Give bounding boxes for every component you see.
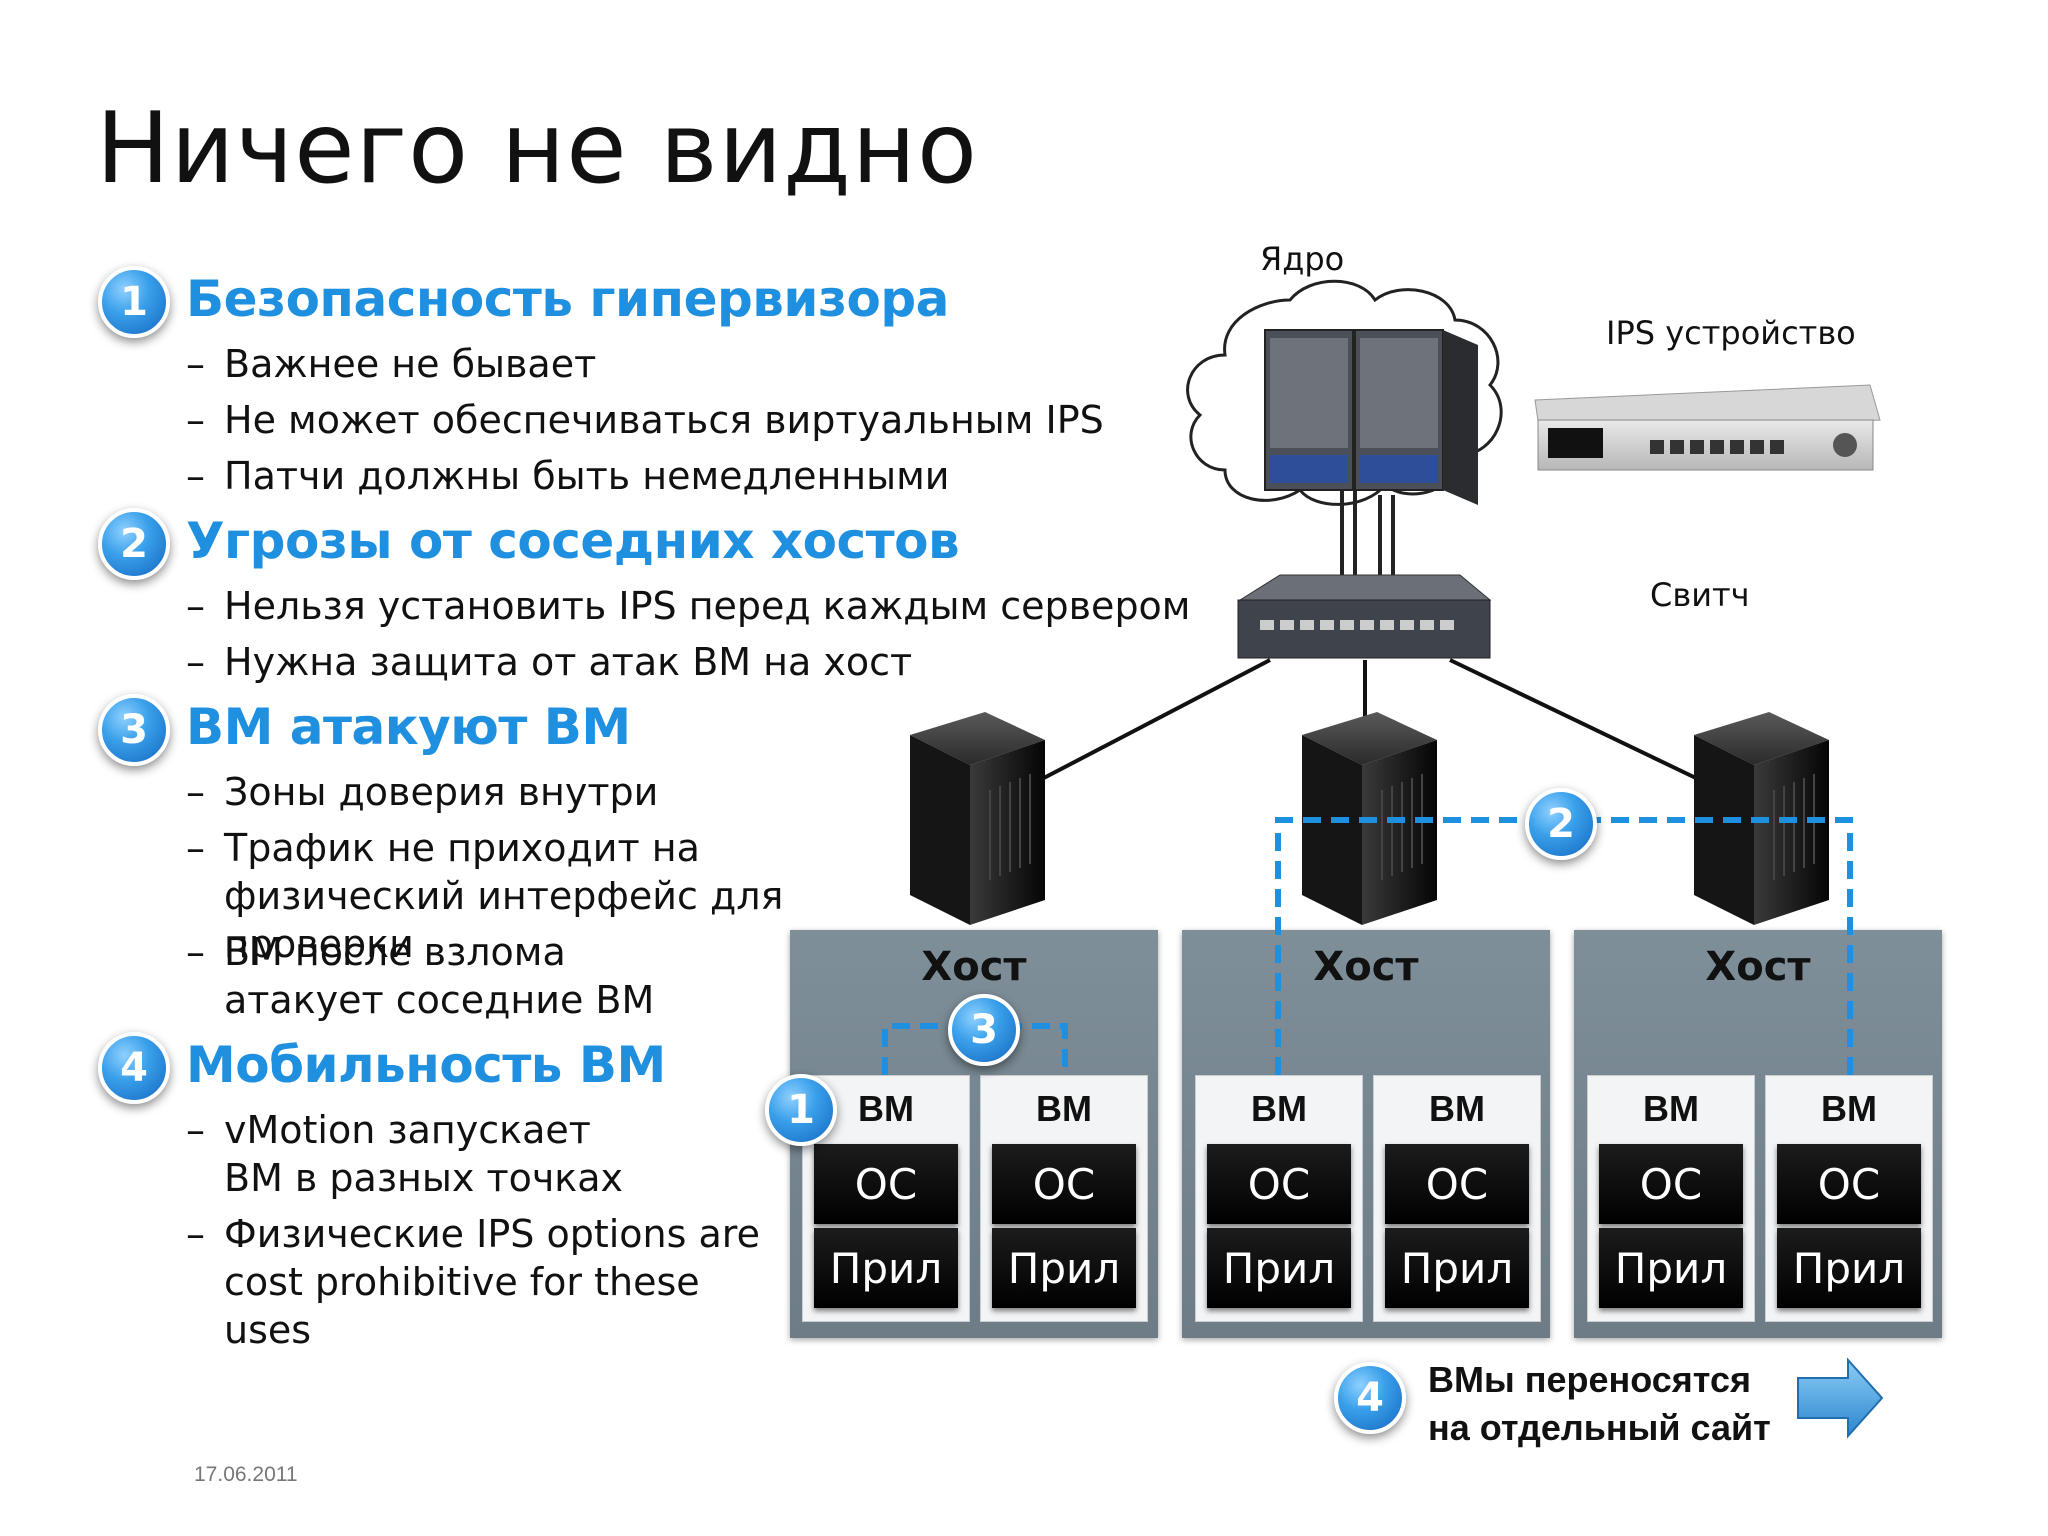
vm-app: Прил — [1777, 1228, 1921, 1308]
vm-app: Прил — [1599, 1228, 1743, 1308]
bullet: –Важнее не бывает — [186, 342, 597, 386]
vm-card: ВМ ОС Прил — [1373, 1075, 1541, 1322]
section-number-1: 1 — [98, 266, 170, 338]
page-title: Ничего не видно — [96, 92, 978, 206]
section-number-2: 2 — [98, 508, 170, 580]
vm-title: ВМ — [1643, 1088, 1699, 1129]
vm-title: ВМ — [1821, 1088, 1877, 1129]
vm-os: ОС — [992, 1144, 1136, 1224]
section-heading-3: ВМ атакуют ВМ — [186, 698, 631, 756]
bullet: –Нужна защита от атак ВМ на хост — [186, 640, 913, 684]
server-icon-3 — [1694, 712, 1829, 925]
bullet: –ВМ после взлома атакует соседние ВМ — [186, 930, 655, 1022]
host-title: Хост — [1313, 944, 1419, 990]
vm-card: ВМ ОС Прил — [1195, 1075, 1363, 1322]
vm-os: ОС — [1385, 1144, 1529, 1224]
marker-4: 4 — [1334, 1362, 1406, 1434]
vm-title: ВМ — [1036, 1088, 1092, 1129]
vm-app: Прил — [1385, 1228, 1529, 1308]
server-icon-2 — [1302, 712, 1437, 925]
vm-os: ОС — [1777, 1144, 1921, 1224]
vm-card: ВМ ОС Прил — [1587, 1075, 1755, 1322]
migration-caption: ВМы переносятся на отдельный сайт — [1428, 1356, 1771, 1452]
host-title: Хост — [921, 944, 1027, 990]
migration-arrow-icon — [1797, 1357, 1884, 1439]
vm-title: ВМ — [1429, 1088, 1485, 1129]
marker-1: 1 — [765, 1074, 837, 1146]
vm-os: ОС — [1599, 1144, 1743, 1224]
migration-caption-line-1: ВМы переносятся — [1428, 1359, 1751, 1400]
vm-title: ВМ — [1251, 1088, 1307, 1129]
core-chassis-icon — [1264, 329, 1478, 505]
slide-date: 17.06.2011 — [194, 1463, 298, 1486]
host-title: Хост — [1705, 944, 1811, 990]
vm-card: ВМ ОС Прил — [980, 1075, 1148, 1322]
section-heading-2: Угрозы от соседних хостов — [186, 512, 960, 570]
marker-2: 2 — [1525, 788, 1597, 860]
vm-os: ОС — [814, 1144, 958, 1224]
bullet: –Трафик не приходит на физический интерф… — [186, 826, 784, 966]
vm-app: Прил — [1207, 1228, 1351, 1308]
core-cloud-icon — [1186, 279, 1503, 506]
section-heading-4: Мобильность ВМ — [186, 1036, 666, 1094]
section-number-4: 4 — [98, 1032, 170, 1104]
vm-title: ВМ — [858, 1088, 914, 1129]
vm-app: Прил — [992, 1228, 1136, 1308]
migration-caption-line-2: на отдельный сайт — [1428, 1407, 1771, 1448]
bullet: –Патчи должны быть немедленными — [186, 454, 950, 498]
bullet: –Зоны доверия внутри — [186, 770, 659, 814]
vm-os: ОС — [1207, 1144, 1351, 1224]
ips-label: IPS устройство — [1606, 314, 1856, 352]
vm-app: Прил — [814, 1228, 958, 1308]
server-icon-1 — [910, 712, 1045, 925]
vm-card: ВМ ОС Прил — [1765, 1075, 1933, 1322]
core-label: Ядро — [1260, 240, 1345, 278]
ips-device-icon — [1534, 384, 1881, 471]
bullet: –vMotion запускает ВМ в разных точках — [186, 1108, 623, 1200]
section-heading-1: Безопасность гипервизора — [186, 270, 949, 328]
bullet: –Физические IPS options are cost prohibi… — [186, 1212, 760, 1352]
section-number-3: 3 — [98, 694, 170, 766]
bullet: –Нельзя установить IPS перед каждым серв… — [186, 584, 1191, 628]
marker-3: 3 — [948, 994, 1020, 1066]
switch-label: Свитч — [1650, 576, 1750, 614]
switch-icon — [1237, 574, 1492, 659]
bullet: –Не может обеспечиваться виртуальным IPS — [186, 398, 1104, 442]
